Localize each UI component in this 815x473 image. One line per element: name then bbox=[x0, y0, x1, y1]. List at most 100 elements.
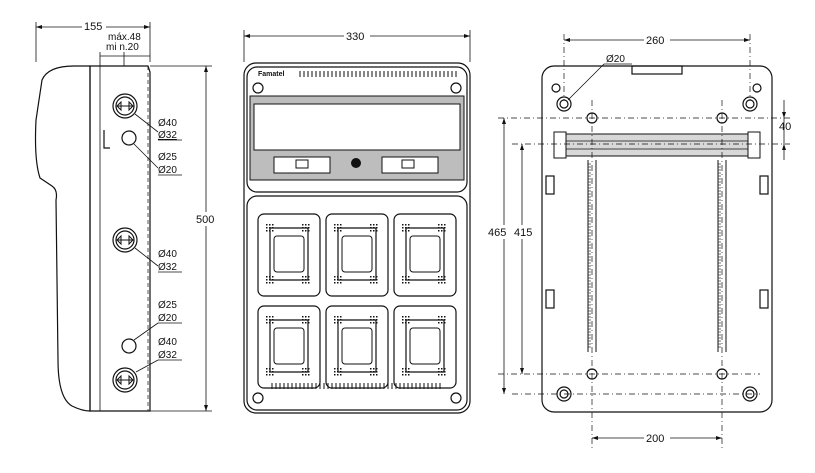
socket-frame bbox=[393, 213, 457, 297]
socket-dot bbox=[305, 230, 307, 232]
socket-dot bbox=[305, 374, 307, 376]
socket-dot bbox=[408, 322, 410, 324]
socket-face bbox=[273, 327, 305, 365]
dim-415-arrow-bottom bbox=[520, 368, 524, 374]
socket-dot bbox=[370, 374, 372, 376]
dim-200-arrow-right bbox=[716, 436, 722, 440]
socket-dot bbox=[334, 224, 336, 226]
socket-dot bbox=[373, 224, 375, 226]
socket-dot bbox=[408, 276, 410, 278]
knockout-5-label-b: Ø32 bbox=[158, 350, 177, 361]
socket-face bbox=[341, 235, 373, 273]
socket-dot bbox=[438, 374, 440, 376]
socket-dot bbox=[441, 319, 443, 321]
socket-dot bbox=[337, 316, 339, 318]
front-socket-panel bbox=[246, 195, 468, 411]
socket-dot bbox=[308, 371, 310, 373]
side-clip-r2 bbox=[759, 289, 769, 309]
socket-dot bbox=[376, 322, 378, 324]
hole-dia-label: Ø20 bbox=[606, 54, 625, 65]
socket-dot bbox=[302, 316, 304, 318]
socket-dot bbox=[405, 227, 407, 229]
hole-dia-leader bbox=[567, 63, 605, 101]
back-top-tab bbox=[631, 65, 683, 75]
socket-dot bbox=[405, 368, 407, 370]
knockout-3-leader bbox=[134, 247, 159, 267]
dim-415-bg bbox=[513, 225, 537, 239]
socket-dot bbox=[340, 279, 342, 281]
socket-icon bbox=[393, 213, 457, 297]
dim-260-label: 260 bbox=[646, 35, 664, 47]
screw-top-right-icon bbox=[450, 82, 462, 94]
latch-left-tab bbox=[295, 159, 309, 169]
socket-dot bbox=[441, 276, 443, 278]
dim-500-arrow-bottom bbox=[204, 405, 208, 411]
socket-dot bbox=[269, 319, 271, 321]
socket-dot bbox=[272, 276, 274, 278]
knockout-5-outer bbox=[112, 367, 138, 393]
socket-dot bbox=[405, 316, 407, 318]
knockout-5-label-a: Ø40 bbox=[158, 337, 177, 348]
latch-right bbox=[381, 156, 439, 174]
socket-dot bbox=[438, 227, 440, 229]
socket-dot bbox=[373, 371, 375, 373]
knockout-3-label-a: Ø40 bbox=[158, 249, 177, 260]
socket-dot bbox=[305, 224, 307, 226]
brand-label: Famatel bbox=[258, 71, 285, 78]
socket-dot bbox=[376, 316, 378, 318]
dim-330-bg bbox=[344, 29, 370, 42]
socket-dot bbox=[337, 319, 339, 321]
dim-260-arrow-left bbox=[564, 38, 570, 42]
socket-dot bbox=[402, 279, 404, 281]
back-view: 260 Ø20 bbox=[488, 33, 791, 450]
socket-frame bbox=[393, 305, 457, 389]
socket-dot bbox=[376, 227, 378, 229]
socket-dot bbox=[266, 371, 268, 373]
socket-dot bbox=[438, 371, 440, 373]
knockout-5-leader bbox=[135, 359, 159, 373]
din-rail bbox=[555, 133, 759, 157]
socket-dot bbox=[308, 224, 310, 226]
dim-465-bg bbox=[488, 225, 512, 239]
socket-dot bbox=[337, 371, 339, 373]
dim-500-label: 500 bbox=[196, 214, 214, 226]
mount-hole-tr bbox=[742, 96, 758, 112]
knockout-1-label-a: Ø40 bbox=[158, 118, 177, 129]
knockout-2-circle bbox=[121, 130, 137, 146]
socket-dot bbox=[340, 230, 342, 232]
socket-dot bbox=[376, 224, 378, 226]
socket-dot bbox=[269, 282, 271, 284]
socket-dot bbox=[334, 227, 336, 229]
knockout-1-leader bbox=[134, 113, 159, 133]
socket-dot bbox=[441, 371, 443, 373]
socket-dot bbox=[408, 316, 410, 318]
knockout-5-inner bbox=[115, 370, 135, 390]
socket-dot bbox=[272, 227, 274, 229]
socket-face bbox=[409, 327, 441, 365]
socket-dot bbox=[334, 368, 336, 370]
socket-dot bbox=[405, 230, 407, 232]
socket-dot bbox=[373, 374, 375, 376]
socket-dot bbox=[269, 368, 271, 370]
socket-dot bbox=[444, 282, 446, 284]
socket-dot bbox=[302, 282, 304, 284]
socket-dot bbox=[272, 371, 274, 373]
socket-dot bbox=[373, 282, 375, 284]
socket-dot bbox=[405, 224, 407, 226]
socket-dot bbox=[334, 319, 336, 321]
socket-dot bbox=[340, 319, 342, 321]
socket-dot bbox=[266, 279, 268, 281]
dim-260-bg bbox=[644, 33, 670, 46]
dim-40-arrow-top bbox=[782, 112, 786, 118]
socket-dot bbox=[441, 230, 443, 232]
socket-dot bbox=[305, 282, 307, 284]
socket-dot bbox=[405, 276, 407, 278]
socket-dot bbox=[438, 279, 440, 281]
socket-dot bbox=[408, 230, 410, 232]
socket-dot bbox=[405, 374, 407, 376]
socket-dot bbox=[308, 276, 310, 278]
socket-face bbox=[341, 327, 373, 365]
mount-hole-tr-inner bbox=[745, 99, 755, 109]
dim-465-arrow-top bbox=[502, 118, 506, 124]
socket-icon bbox=[257, 305, 321, 389]
